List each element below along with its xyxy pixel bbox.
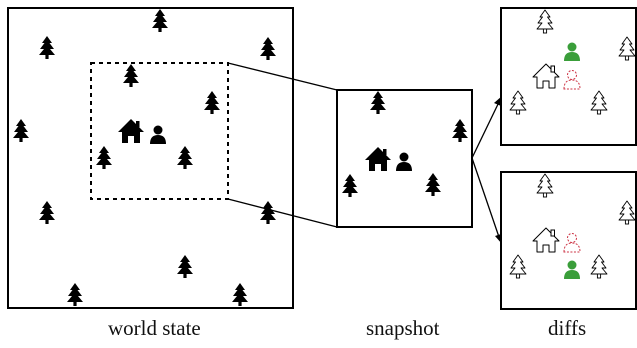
world-state-caption: world state	[108, 316, 201, 340]
snapshot-caption: snapshot	[366, 316, 440, 340]
arrow-to-diff-top	[471, 99, 501, 159]
connector-line	[227, 62, 338, 91]
diffs-caption: diffs	[548, 316, 587, 340]
world-state-panel	[7, 7, 294, 309]
connector-line	[227, 198, 338, 228]
arrow-to-diff-bottom	[471, 157, 501, 241]
